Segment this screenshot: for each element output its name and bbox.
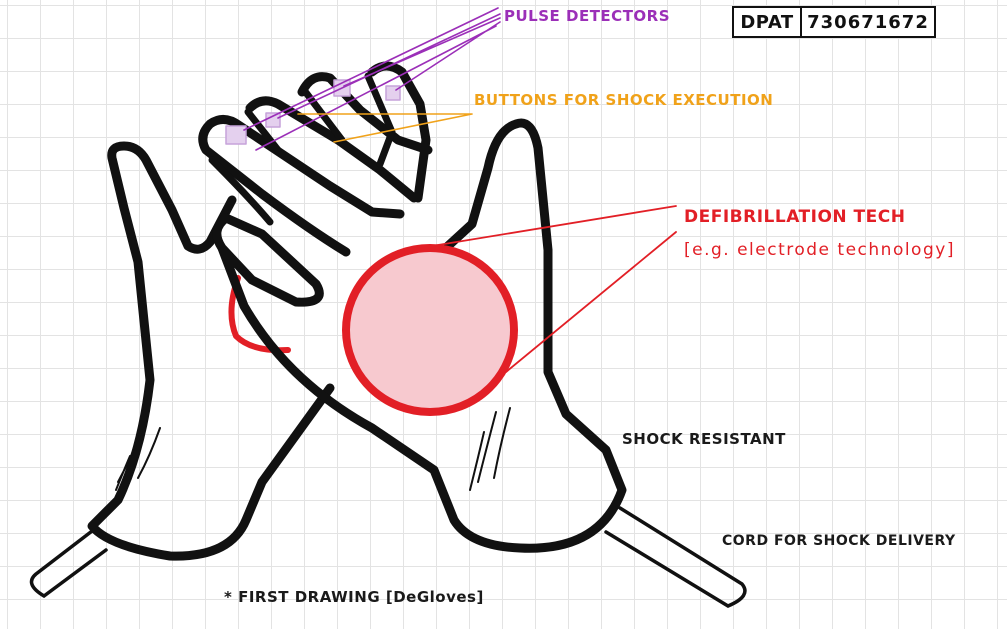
left-glove-outline bbox=[87, 141, 335, 561]
cord-label: CORD FOR SHOCK DELIVERY bbox=[722, 533, 956, 549]
pulse-square-1 bbox=[225, 125, 247, 145]
pulse-detectors-label: PULSE DETECTORS bbox=[504, 7, 671, 25]
right-wrinkles bbox=[469, 407, 511, 491]
id-value: 730671672 bbox=[807, 11, 929, 33]
left-cord bbox=[29, 526, 108, 598]
id-key: DPAT bbox=[734, 8, 802, 36]
defib-pad bbox=[342, 244, 518, 416]
button-leader-lines bbox=[297, 113, 473, 143]
id-box: DPAT 730671672 bbox=[732, 6, 936, 38]
defib-sub-label: [e.g. electrode technology] bbox=[684, 240, 955, 260]
defib-title-label: DEFIBRILLATION TECH bbox=[684, 207, 906, 227]
defib-leader-lines bbox=[431, 205, 677, 373]
pulse-square-2 bbox=[265, 112, 281, 128]
left-wrinkles bbox=[115, 427, 161, 491]
buttons-label: BUTTONS FOR SHOCK EXECUTION bbox=[474, 91, 774, 109]
finger-lines bbox=[208, 72, 396, 226]
first-drawing-caption: * FIRST DRAWING [DeGloves] bbox=[224, 588, 484, 606]
right-glove-outline bbox=[198, 61, 627, 553]
right-cord bbox=[604, 506, 747, 608]
pulse-leader-lines bbox=[243, 7, 501, 151]
shock-resistant-label: SHOCK RESISTANT bbox=[622, 430, 786, 448]
